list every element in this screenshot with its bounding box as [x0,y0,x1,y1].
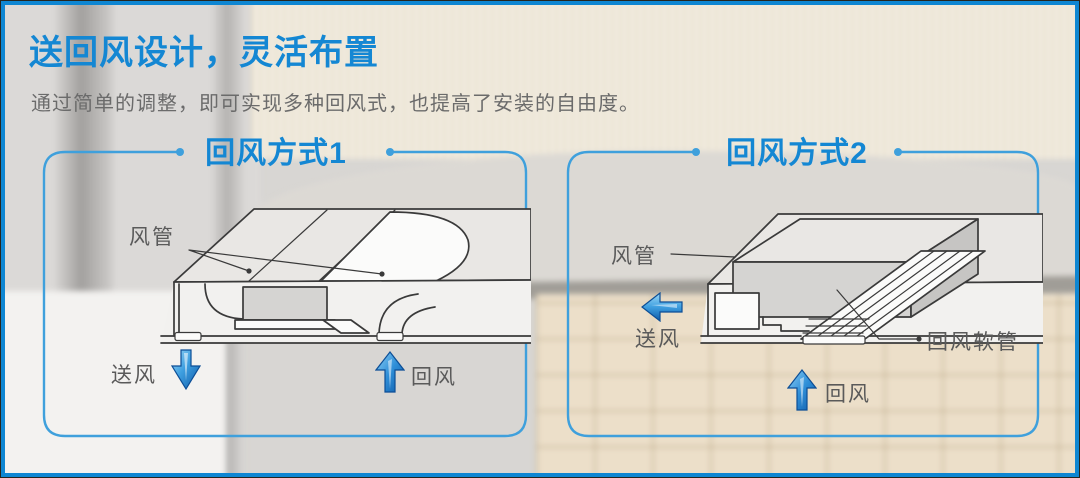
flex-duct-label: 回风软管 [927,331,1019,354]
title-dot-left [176,148,184,156]
title-dot-right [386,148,394,156]
return-air-label: 回风 [411,366,457,389]
page-subtitle: 通过简单的调整，即可实现多种回风式，也提高了安装的自由度。 [31,93,640,115]
duct-diagram-method-1 [160,208,531,344]
supply-air-left-arrow-icon [641,292,683,322]
return-air-up-arrow-icon [375,351,405,393]
panel-border [42,148,528,438]
panel-return-method-2: 回风方式2 [563,137,1043,442]
supply-air-down-arrow-icon [171,349,201,391]
duct-label: 风管 [129,226,175,249]
panel-2-title: 回风方式2 [726,136,868,170]
supply-air-label: 送风 [111,364,157,387]
duct-label: 风管 [611,245,657,268]
background-slat-wall [251,1,1079,159]
duct-diagram-method-2 [670,213,1043,345]
return-air-up-arrow-icon [787,369,817,411]
page-title: 送回风设计，灵活布置 [29,34,379,72]
title-dot-right [894,148,902,156]
panel-border [566,148,1040,438]
title-dot-left [692,148,700,156]
supply-air-label: 送风 [635,328,681,351]
panel-1-title: 回风方式1 [205,136,347,170]
return-air-label: 回风 [825,383,871,406]
panel-return-method-1: 回风方式1 [39,137,531,442]
